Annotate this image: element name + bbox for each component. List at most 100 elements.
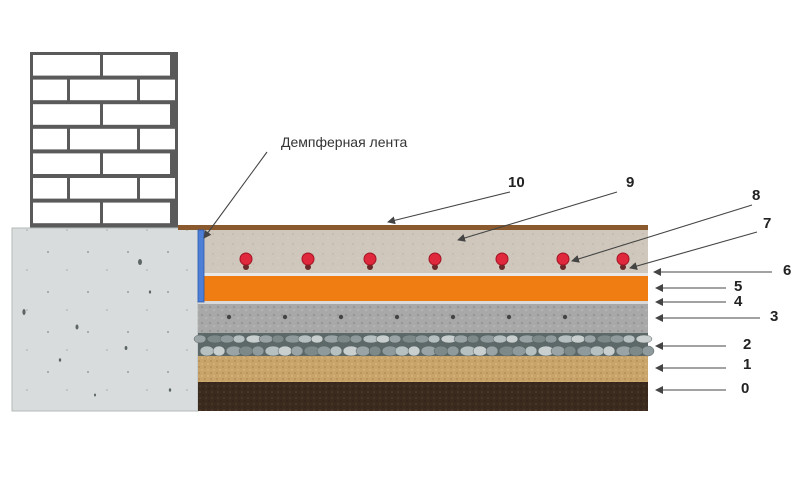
layer-number-1: 1 xyxy=(743,356,752,373)
concrete-spots xyxy=(22,259,172,397)
gravel-stone xyxy=(492,334,508,344)
layer-number-2: 2 xyxy=(743,336,752,353)
gravel-stone xyxy=(212,345,226,357)
layer-5-insulation xyxy=(198,276,648,301)
layer-number-10: 10 xyxy=(508,174,525,191)
gravel-stone xyxy=(336,334,352,344)
brick xyxy=(103,55,170,76)
gravel-stone xyxy=(524,345,538,357)
gravel-stone xyxy=(433,345,449,357)
brick xyxy=(33,55,100,76)
gravel-stone xyxy=(238,345,254,357)
gravel-stone xyxy=(563,345,577,357)
layer-3-dots xyxy=(226,314,568,320)
gravel-stone xyxy=(329,345,343,357)
gravel-stone xyxy=(310,334,324,344)
pipe-support xyxy=(243,264,249,270)
gravel-stone xyxy=(388,334,402,344)
brick xyxy=(70,128,137,150)
damper-tape-label: Демпферная лента xyxy=(281,134,408,150)
aggregate-dot xyxy=(506,314,512,320)
annotation-arrows xyxy=(203,151,772,394)
aggregate-dot xyxy=(562,314,568,320)
gravel-stone xyxy=(297,334,313,344)
gravel-stone xyxy=(472,345,488,357)
concrete-foundation xyxy=(11,227,199,412)
gravel-stone xyxy=(193,334,207,344)
aggregate-dot xyxy=(226,314,232,320)
gravel-stone xyxy=(277,345,293,357)
gravel-stone xyxy=(368,345,382,357)
brick xyxy=(33,128,67,150)
pipe-support xyxy=(367,264,373,270)
brick xyxy=(33,79,67,101)
gravel-stone xyxy=(602,345,616,357)
gravel-stone xyxy=(316,345,332,357)
layer-2-gravel xyxy=(193,333,655,357)
brick xyxy=(33,202,100,224)
brick xyxy=(33,104,100,125)
aggregate-dot xyxy=(450,314,456,320)
brick xyxy=(33,178,67,199)
gravel-stone xyxy=(271,334,285,344)
gravel-stone xyxy=(511,345,527,357)
gravel-stone xyxy=(427,334,441,344)
gravel-stone xyxy=(199,345,215,357)
gravel-stone xyxy=(570,334,586,344)
gravel-stone xyxy=(251,345,265,357)
brick xyxy=(70,79,137,101)
heating-pipe xyxy=(556,252,570,266)
gravel-stone xyxy=(394,345,410,357)
heating-pipe xyxy=(495,252,509,266)
layer-10-finish xyxy=(178,225,648,230)
gravel-stone xyxy=(531,334,547,344)
layer-3-sand-gravel xyxy=(198,304,648,333)
gravel-stone xyxy=(355,345,371,357)
gravel-stone xyxy=(219,334,235,344)
gravel-stone xyxy=(349,334,363,344)
brick xyxy=(103,153,170,174)
layer-9-screed xyxy=(198,230,648,273)
layer-number-3: 3 xyxy=(770,308,779,325)
heating-pipe xyxy=(239,252,253,266)
aggregate-dot xyxy=(394,314,400,320)
layer-number-6: 6 xyxy=(783,262,792,279)
brick xyxy=(103,202,170,224)
layer-6-film xyxy=(198,273,648,276)
gravel-stone xyxy=(544,334,558,344)
brick xyxy=(140,79,175,101)
brick xyxy=(140,178,175,199)
gravel-stone xyxy=(550,345,566,357)
pipe-support xyxy=(432,264,438,270)
layer-number-4: 4 xyxy=(734,293,743,310)
layer-number-5: 5 xyxy=(734,278,743,295)
heating-pipe xyxy=(363,252,377,266)
gravel-stone xyxy=(466,334,480,344)
gravel-stone xyxy=(258,334,274,344)
gravel-stone xyxy=(485,345,499,357)
gravel-stone xyxy=(290,345,304,357)
gravel-stone xyxy=(232,334,246,344)
layer-0-soil xyxy=(198,382,648,411)
aggregate-dot xyxy=(282,314,288,320)
damper-tape xyxy=(197,229,205,303)
pipe-support xyxy=(499,264,505,270)
layer-number-9: 9 xyxy=(626,174,635,191)
gravel-stone xyxy=(589,345,605,357)
layer-4-film xyxy=(198,301,648,304)
brick xyxy=(33,153,100,174)
layer-1-sand xyxy=(198,356,648,382)
layer-number-7: 7 xyxy=(763,215,772,232)
gravel-stone xyxy=(505,334,519,344)
heating-pipe xyxy=(301,252,315,266)
brick-wall xyxy=(30,52,178,230)
gravel-stone xyxy=(628,345,644,357)
aggregate-dot xyxy=(338,314,344,320)
gravel-stone xyxy=(375,334,391,344)
gravel-stone xyxy=(622,334,636,344)
pipe-support xyxy=(305,264,311,270)
gravel-stone xyxy=(407,345,421,357)
gravel-stone xyxy=(414,334,430,344)
heating-pipe xyxy=(616,252,630,266)
